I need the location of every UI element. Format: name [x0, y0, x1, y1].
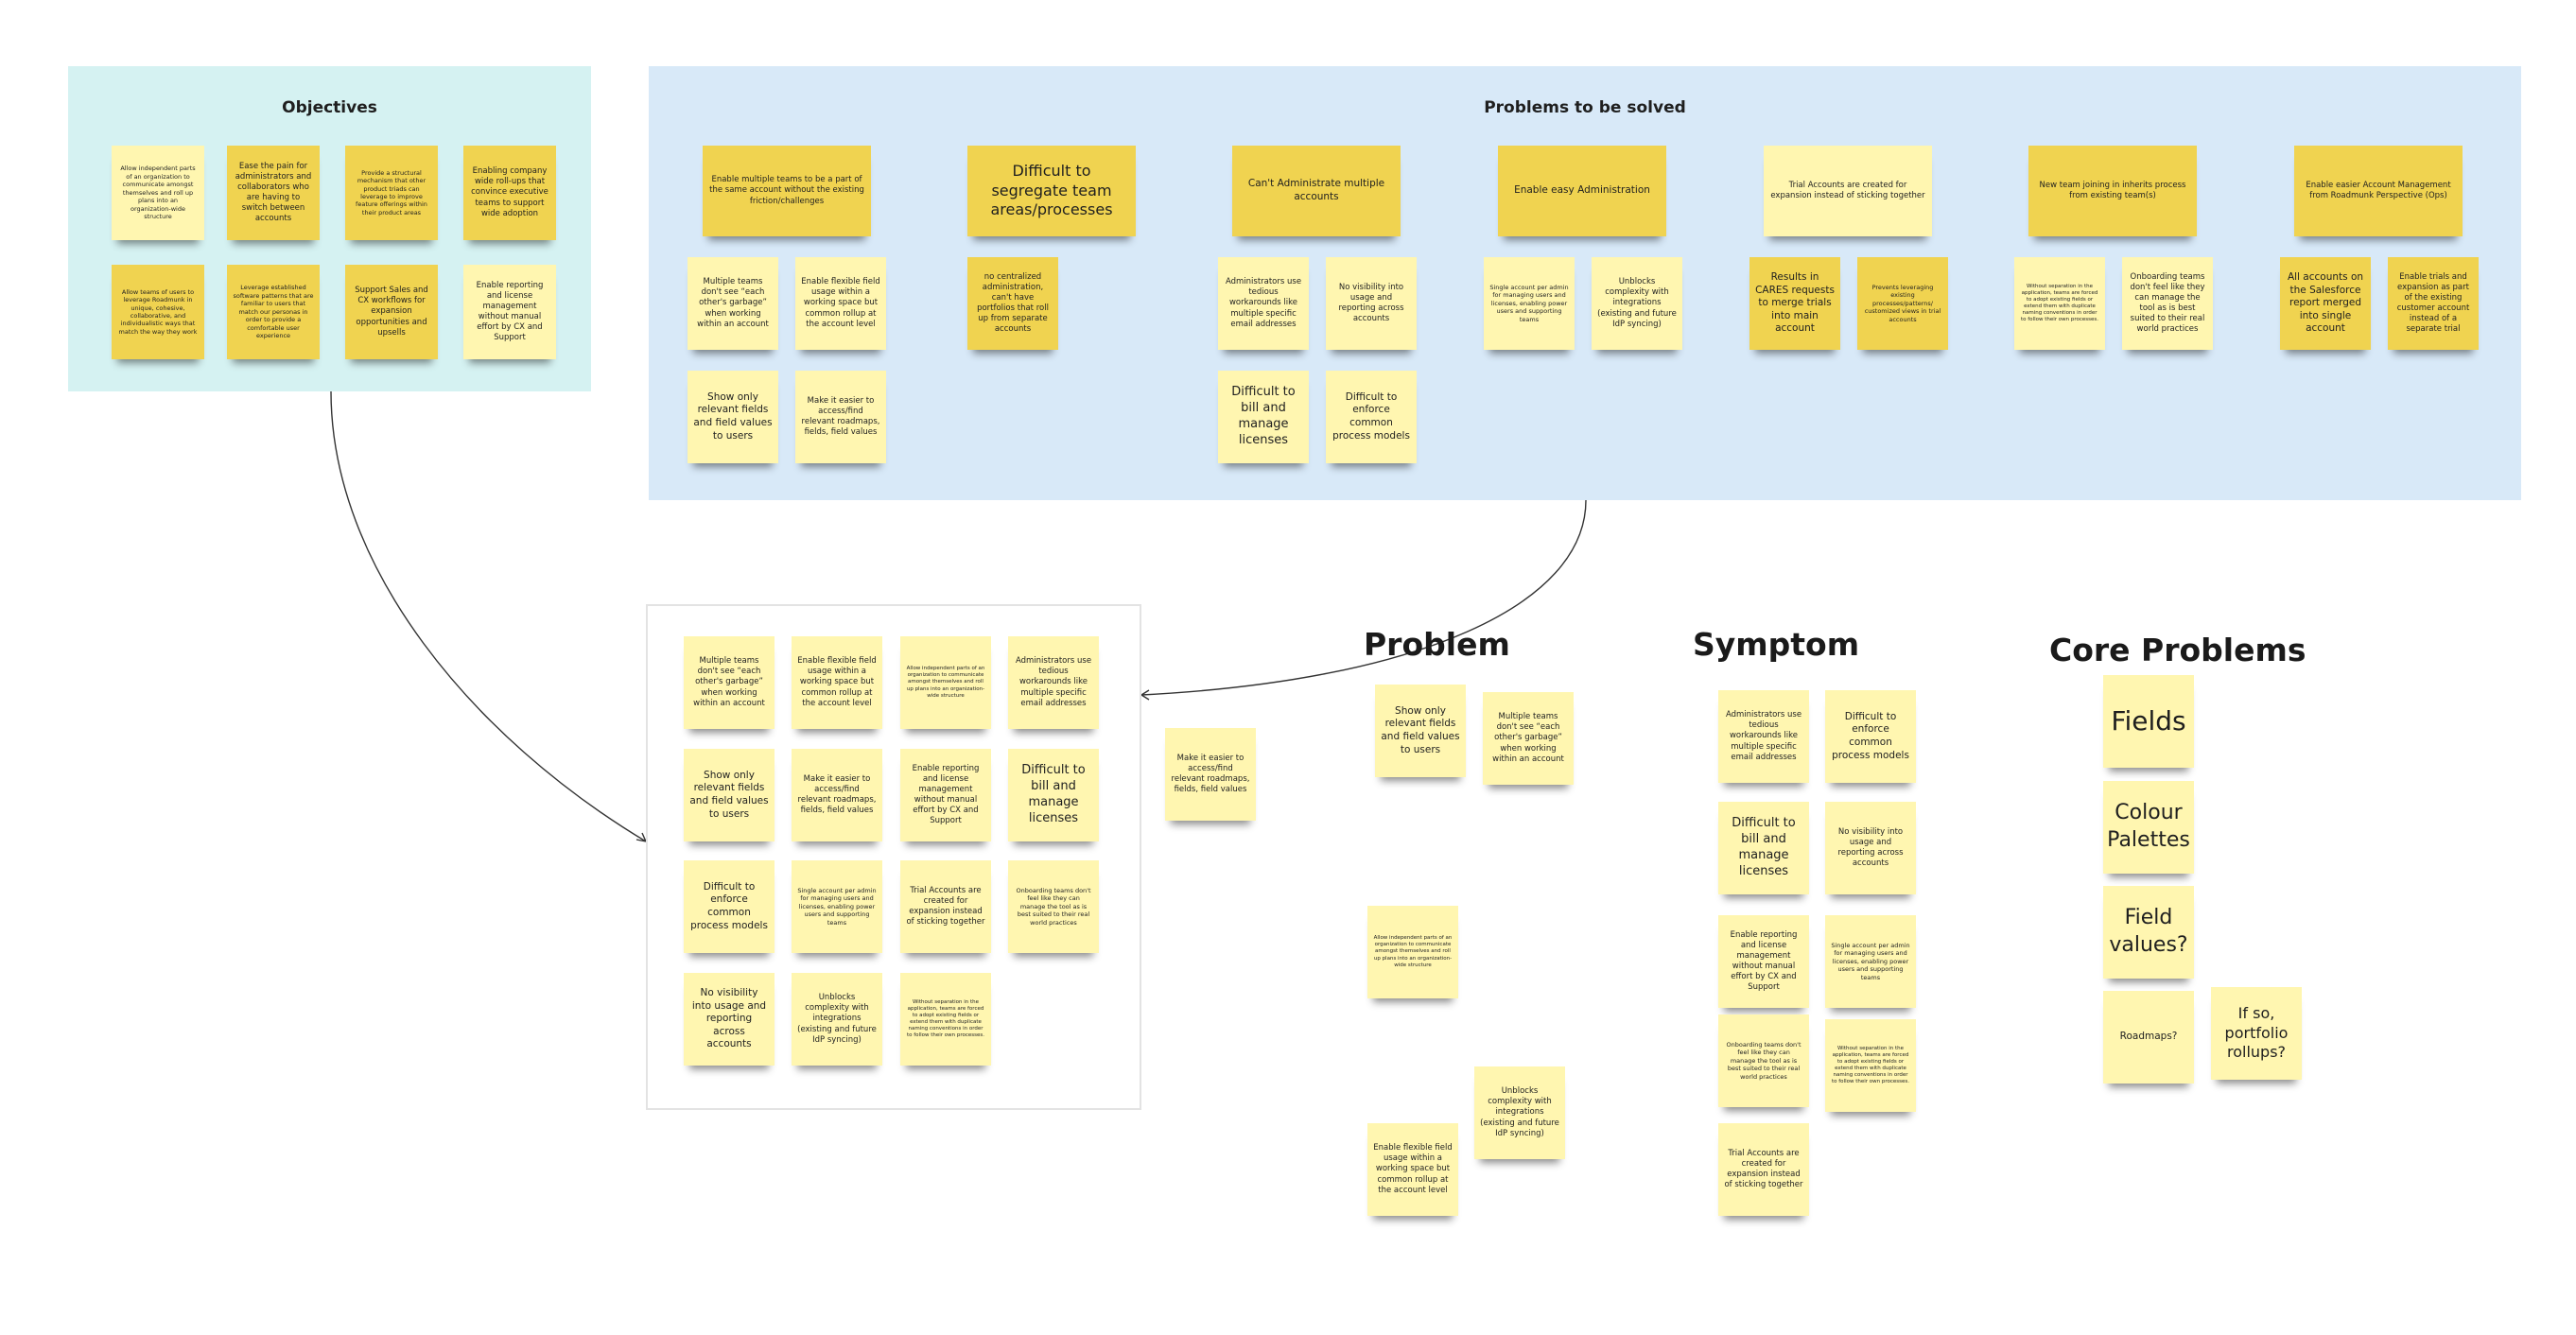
sticky-note[interactable]: Enabling company wide roll-ups that conv… — [463, 146, 556, 240]
sticky-note[interactable]: Difficult to enforce common process mode… — [1326, 371, 1417, 463]
sticky-note[interactable]: Enable flexible field usage within a wor… — [1367, 1123, 1458, 1216]
sticky-note[interactable]: Prevents leveraging existing processes/p… — [1857, 257, 1948, 350]
sticky-note[interactable]: Enable trials and expansion as part of t… — [2388, 257, 2479, 350]
sticky-note[interactable]: Administrators use tedious workarounds l… — [1718, 690, 1809, 783]
sticky-note[interactable]: Enable reporting and license management … — [463, 265, 556, 359]
sticky-note[interactable]: Difficult to bill and manage licenses — [1218, 371, 1309, 463]
sticky-note[interactable]: Without separation in the application, t… — [1825, 1019, 1916, 1112]
problem-heading: Problem — [1364, 626, 1510, 663]
objectives-panel[interactable]: Objectives Allow independent parts of an… — [68, 66, 591, 391]
sticky-note[interactable]: Unblocks complexity with integrations (e… — [1474, 1066, 1565, 1159]
sticky-note[interactable]: Show only relevant fields and field valu… — [688, 371, 778, 463]
sticky-note[interactable]: Colour Palettes — [2103, 781, 2194, 874]
problem-header-note[interactable]: Enable multiple teams to be a part of th… — [703, 146, 871, 236]
problem-header-note[interactable]: Enable easy Administration — [1498, 146, 1666, 236]
sticky-note[interactable]: Enable reporting and license management … — [900, 749, 991, 841]
symptom-heading: Symptom — [1693, 626, 1860, 663]
sticky-note[interactable]: Difficult to bill and manage licenses — [1008, 749, 1099, 841]
sticky-note[interactable]: Allow independent parts of an organizati… — [1367, 906, 1458, 998]
sticky-note[interactable]: No visibility into usage and reporting a… — [1825, 802, 1916, 894]
objectives-title: Objectives — [282, 98, 377, 117]
sticky-note[interactable]: Onboarding teams don't feel like they ca… — [1008, 860, 1099, 953]
sticky-note[interactable]: Support Sales and CX workflows for expan… — [345, 265, 438, 359]
sticky-note[interactable]: Show only relevant fields and field valu… — [684, 749, 775, 841]
sticky-note[interactable]: Make it easier to access/find relevant r… — [795, 371, 886, 463]
grouping-frame[interactable]: Multiple teams don't see “each other's g… — [646, 604, 1141, 1110]
sticky-note[interactable]: Allow teams of users to leverage Roadmun… — [112, 265, 204, 359]
problems-panel[interactable]: Problems to be solved Enable multiple te… — [649, 66, 2521, 500]
sticky-note[interactable]: Ease the pain for administrators and col… — [227, 146, 320, 240]
sticky-note[interactable]: Enable flexible field usage within a wor… — [795, 257, 886, 350]
sticky-note[interactable]: Leverage established software patterns t… — [227, 265, 320, 359]
problem-header-note[interactable]: Enable easier Account Management from Ro… — [2294, 146, 2463, 236]
sticky-note[interactable]: Provide a structural mechanism that othe… — [345, 146, 438, 240]
problem-header-note[interactable]: Can't Administrate multiple accounts — [1232, 146, 1401, 236]
sticky-note[interactable]: Roadmaps? — [2103, 991, 2194, 1084]
sticky-note[interactable]: All accounts on the Salesforce report me… — [2280, 257, 2371, 350]
sticky-note[interactable]: Allow independent parts of an organizati… — [112, 146, 204, 240]
sticky-note[interactable]: Single account per admin for managing us… — [1825, 915, 1916, 1008]
sticky-note[interactable]: No visibility into usage and reporting a… — [1326, 257, 1417, 350]
sticky-note[interactable]: Unblocks complexity with integrations (e… — [1592, 257, 1682, 350]
sticky-note[interactable]: If so, portfolio rollups? — [2211, 987, 2302, 1080]
sticky-note[interactable]: Allow independent parts of an organizati… — [900, 636, 991, 729]
sticky-note[interactable]: Administrators use tedious workarounds l… — [1218, 257, 1309, 350]
sticky-note[interactable]: Difficult to enforce common process mode… — [1825, 690, 1916, 783]
sticky-note[interactable]: Trial Accounts are created for expansion… — [900, 860, 991, 953]
problem-header-note[interactable]: Trial Accounts are created for expansion… — [1764, 146, 1932, 236]
sticky-note[interactable]: Make it easier to access/find relevant r… — [1165, 728, 1256, 821]
sticky-note[interactable]: Enable flexible field usage within a wor… — [792, 636, 882, 729]
sticky-note[interactable]: Onboarding teams don't feel like they ca… — [2122, 257, 2213, 350]
sticky-note[interactable]: No visibility into usage and reporting a… — [684, 973, 775, 1066]
sticky-note[interactable]: Results in CARES requests to merge trial… — [1749, 257, 1840, 350]
sticky-note[interactable]: Unblocks complexity with integrations (e… — [792, 973, 882, 1066]
sticky-note[interactable]: Field values? — [2103, 886, 2194, 979]
sticky-note[interactable]: Multiple teams don't see “each other's g… — [688, 257, 778, 350]
problem-header-note[interactable]: New team joining in inherits process fro… — [2028, 146, 2197, 236]
sticky-note[interactable]: Multiple teams don't see “each other's g… — [1483, 692, 1574, 785]
sticky-note[interactable]: Multiple teams don't see “each other's g… — [684, 636, 775, 729]
core-problems-heading: Core Problems — [2049, 632, 2306, 668]
sticky-note[interactable]: Without separation in the application, t… — [900, 973, 991, 1066]
sticky-note[interactable]: Onboarding teams don't feel like they ca… — [1718, 1014, 1809, 1107]
sticky-note[interactable]: Single account per admin for managing us… — [792, 860, 882, 953]
sticky-note[interactable]: Fields — [2103, 675, 2194, 768]
sticky-note[interactable]: Administrators use tedious workarounds l… — [1008, 636, 1099, 729]
problem-header-note[interactable]: Difficult to segregate team areas/proces… — [967, 146, 1136, 236]
problems-title: Problems to be solved — [1484, 98, 1686, 117]
sticky-note[interactable]: Difficult to bill and manage licenses — [1718, 802, 1809, 894]
sticky-note[interactable]: Make it easier to access/find relevant r… — [792, 749, 882, 841]
sticky-note[interactable]: no centralized administration, can't hav… — [967, 257, 1058, 350]
sticky-note[interactable]: Difficult to enforce common process mode… — [684, 860, 775, 953]
sticky-note[interactable]: Single account per admin for managing us… — [1484, 257, 1575, 350]
sticky-note[interactable]: Enable reporting and license management … — [1718, 915, 1809, 1008]
sticky-note[interactable]: Show only relevant fields and field valu… — [1375, 685, 1466, 777]
sticky-note[interactable]: Without separation in the application, t… — [2014, 257, 2105, 350]
sticky-note[interactable]: Trial Accounts are created for expansion… — [1718, 1123, 1809, 1216]
